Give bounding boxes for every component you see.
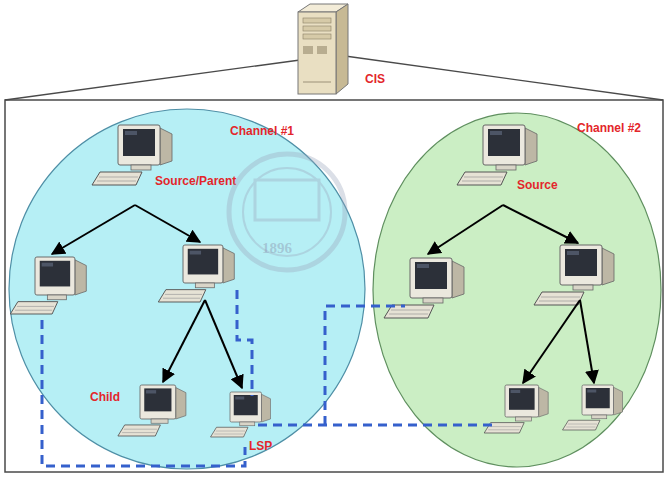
channel-ellipse: Channel #1 Source/ParentChildLSP (8, 108, 366, 470)
lsp-link (237, 290, 252, 396)
channel-ellipse: Channel #2 Source (372, 112, 662, 468)
system-frame (5, 100, 663, 472)
node-label: Child (90, 390, 120, 404)
tree-arrow (135, 205, 200, 242)
tree-arrow (205, 300, 242, 388)
computer-icon (118, 385, 186, 436)
peer-node: Child (85, 380, 195, 450)
watermark-logo (229, 154, 345, 270)
cis-link-line (5, 60, 300, 100)
tree-arrow (52, 205, 135, 254)
lsp-link (258, 424, 497, 427)
cis-link-line (345, 56, 663, 100)
computer-icon (534, 245, 614, 305)
computer-icon (563, 385, 623, 430)
channel-outline (373, 113, 661, 467)
channel-outline (9, 109, 365, 469)
channel-label: Channel #2 (577, 121, 641, 135)
peer-node: LSP (215, 388, 290, 453)
lsp-link (325, 306, 405, 425)
computer-icon (457, 125, 537, 185)
channel-label: Channel #1 (230, 124, 294, 138)
tree-arrow (163, 300, 205, 382)
tree-arrow (428, 205, 503, 254)
computer-icon (384, 258, 464, 318)
computer-icon (10, 257, 86, 314)
peer-node: Source (465, 120, 575, 200)
tree-arrow (523, 300, 580, 383)
lsp-link (42, 320, 245, 466)
server-icon (298, 4, 348, 94)
node-label: CIS (365, 72, 385, 86)
node-label: Source (517, 178, 558, 192)
computer-icon (484, 385, 548, 433)
node-label: LSP (249, 439, 272, 453)
computer-icon (211, 392, 271, 437)
node-label: Source/Parent (155, 174, 236, 188)
server-node: CIS (290, 0, 390, 100)
computer-icon (158, 245, 234, 302)
tree-arrow (580, 300, 594, 383)
channel-ellipse-shape (8, 108, 366, 470)
tree-arrow (503, 205, 578, 243)
